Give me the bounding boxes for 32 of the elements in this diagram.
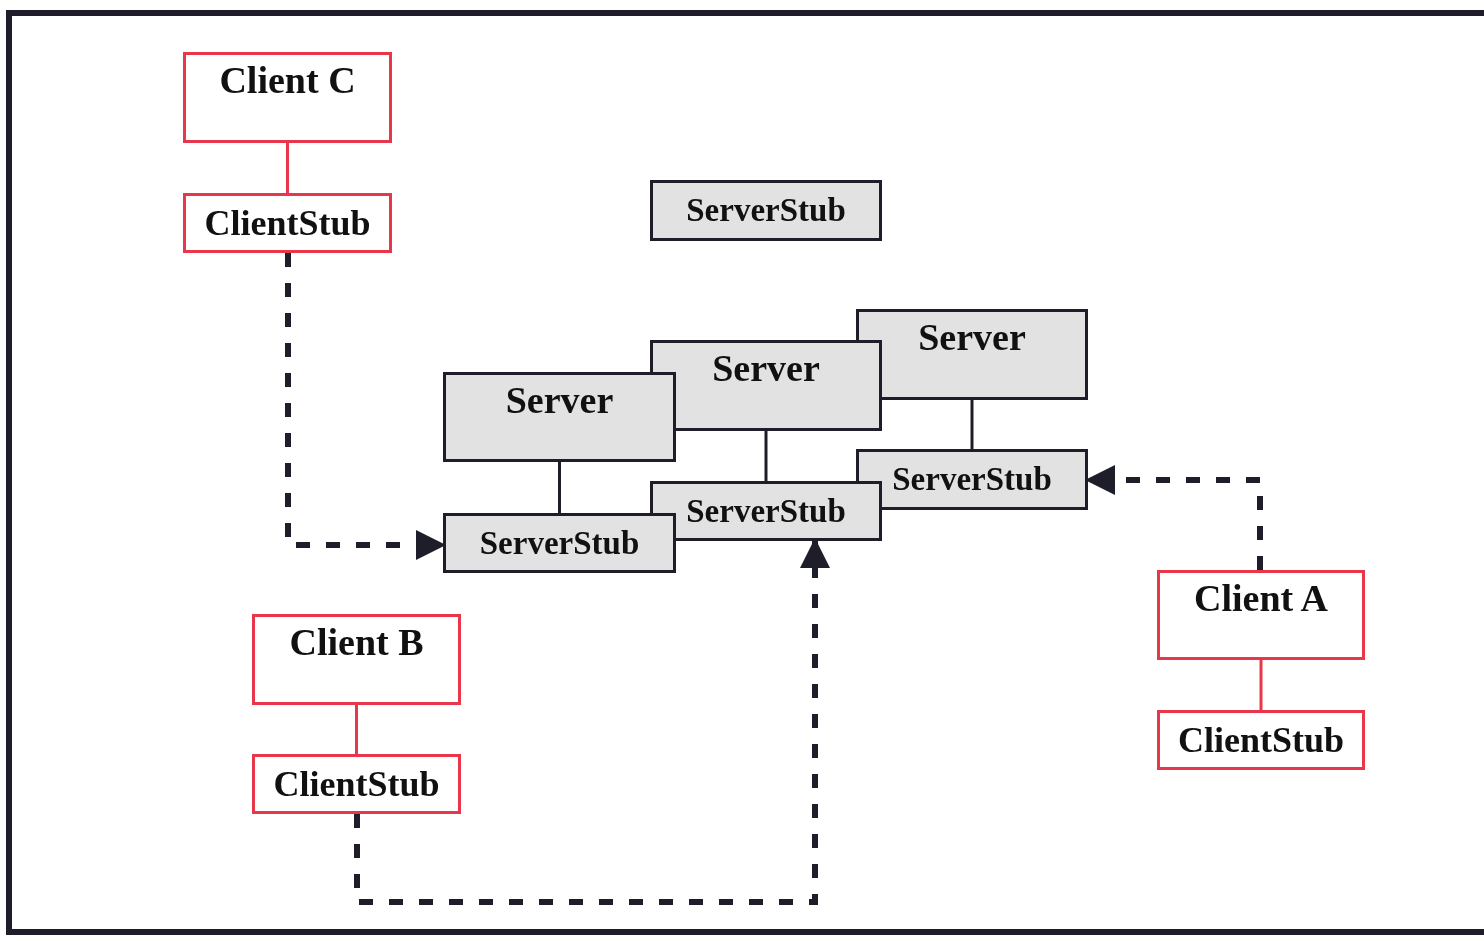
server-box	[856, 309, 1088, 400]
box-label: Server	[918, 318, 1026, 356]
connector-line	[286, 143, 289, 193]
client-stub-box	[252, 754, 461, 814]
client-box	[1157, 570, 1365, 660]
server-stub-box	[443, 513, 676, 573]
box-label: ServerStub	[892, 463, 1052, 496]
connector-line	[355, 705, 358, 754]
box-label: ServerStub	[686, 194, 846, 227]
box-label: Client C	[219, 61, 356, 99]
box-label: ServerStub	[479, 526, 640, 560]
box-label: ClientStub	[204, 205, 371, 241]
connector-line	[764, 431, 768, 481]
box-label: ClientStub	[1177, 722, 1344, 758]
client-stub-box	[183, 193, 392, 253]
connector-line	[970, 400, 974, 449]
box-label: ClientStub	[273, 766, 440, 802]
box-label: Client A	[1193, 579, 1329, 617]
server-stub-box	[650, 180, 882, 241]
server-box	[650, 340, 882, 431]
client-stub-box	[1157, 710, 1365, 770]
box-label: ServerStub	[686, 494, 846, 528]
client-box	[183, 52, 392, 143]
box-label: Client B	[289, 623, 424, 661]
connector-line	[1259, 660, 1263, 710]
server-stub-box	[856, 449, 1088, 510]
server-stub-box	[650, 481, 882, 541]
box-label: Server	[712, 349, 820, 387]
client-box	[252, 614, 461, 705]
server-box	[443, 372, 676, 462]
box-label: Server	[505, 381, 614, 419]
connector-line	[558, 462, 561, 513]
